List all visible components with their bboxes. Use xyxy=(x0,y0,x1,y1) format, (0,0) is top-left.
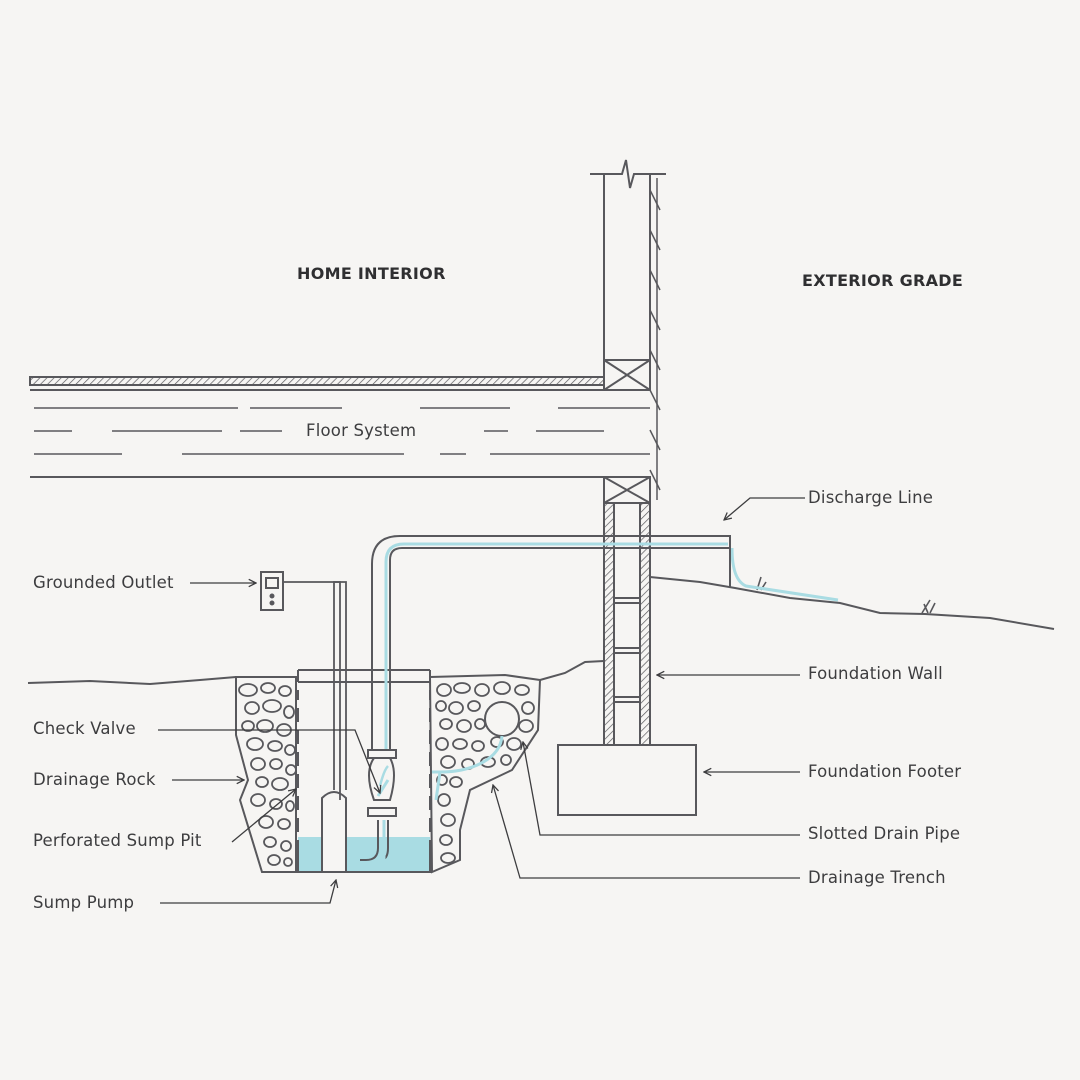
sump-pump-label: Sump Pump xyxy=(33,893,135,912)
ground-line xyxy=(27,576,1055,686)
check-valve xyxy=(367,749,397,817)
grounded-outlet-icon xyxy=(260,571,341,800)
slotted-drain-pipe-label: Slotted Drain Pipe xyxy=(808,824,961,843)
drainage-rock-label: Drainage Rock xyxy=(33,770,156,789)
floor-system-label: Floor System xyxy=(306,421,417,440)
perforated-sump-pit-label: Perforated Sump Pit xyxy=(33,831,202,850)
foundation-footer-label: Foundation Footer xyxy=(808,762,962,781)
exterior-grade-heading: EXTERIOR GRADE xyxy=(802,271,964,290)
sump-pump xyxy=(321,791,347,873)
foundation-footer xyxy=(557,744,697,816)
drainage-trench-label: Drainage Trench xyxy=(808,868,946,887)
home-interior-heading: HOME INTERIOR xyxy=(297,264,446,283)
sump-pit xyxy=(235,669,542,874)
exterior-wall xyxy=(590,159,666,500)
foundation-wall-label: Foundation Wall xyxy=(808,664,943,683)
discharge-line-label: Discharge Line xyxy=(808,488,934,507)
floor-system xyxy=(29,359,651,504)
grounded-outlet-label: Grounded Outlet xyxy=(33,573,174,592)
slotted-drain-pipe xyxy=(484,701,520,737)
discharge-line xyxy=(333,535,839,862)
check-valve-label: Check Valve xyxy=(33,719,136,738)
foundation-wall xyxy=(603,502,651,746)
leader-lines xyxy=(158,497,805,904)
